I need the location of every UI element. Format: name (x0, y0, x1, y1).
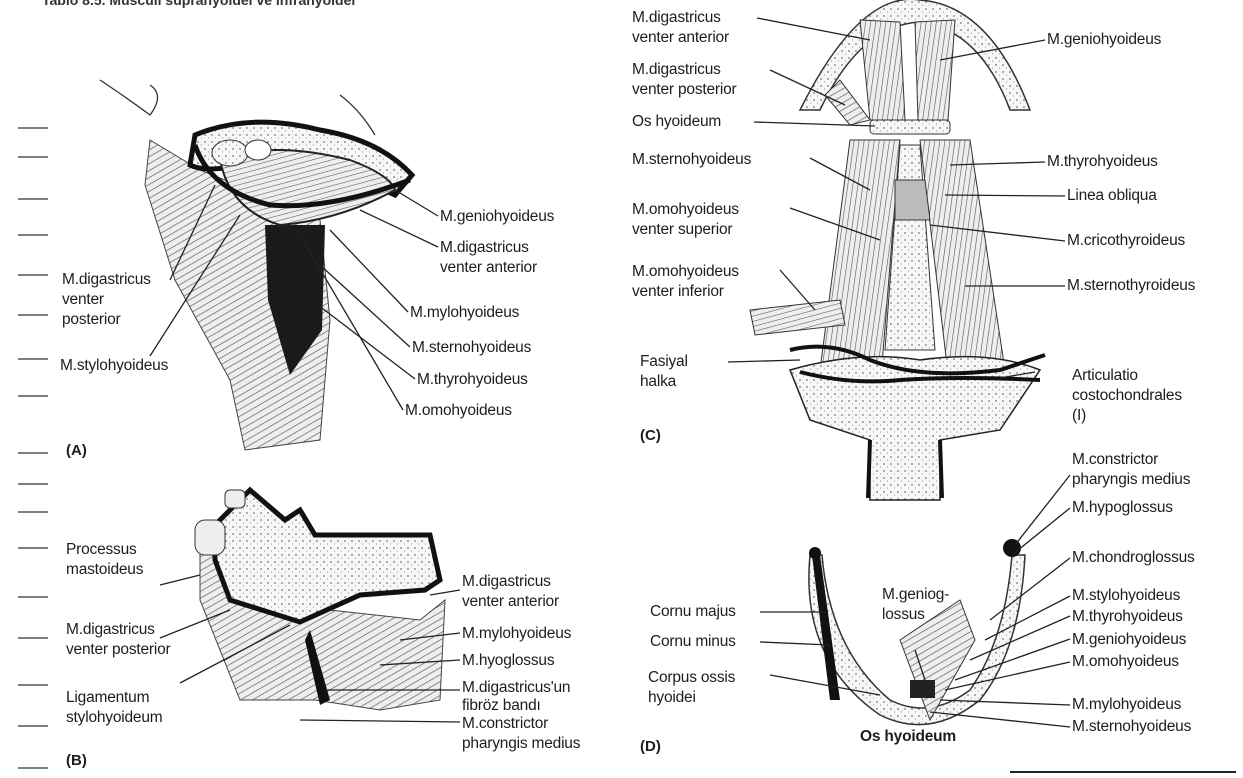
panel-label-c: (C) (640, 427, 661, 444)
label-a-digastricus-posterior: M.digastricus (62, 270, 151, 290)
label-a-geniohyoideus: M.geniohyoideus (440, 207, 554, 227)
label-c-digastricus-posterior-2: venter posterior (632, 80, 737, 100)
label-d-cornu-majus: Cornu majus (650, 602, 736, 622)
label-c-os-hyoideum: Os hyoideum (632, 112, 721, 132)
label-c-articulatio-3: (I) (1072, 406, 1086, 426)
label-a-digastricus-anterior-2: venter anterior (440, 258, 537, 278)
label-d-stylohyoideus: M.stylohyoideus (1072, 586, 1180, 606)
label-a-sternohyoideus: M.sternohyoideus (412, 338, 531, 358)
label-d-os-hyoideum: Os hyoideum (860, 727, 956, 747)
label-c-omohyoideus-inferior: M.omohyoideus (632, 262, 739, 282)
label-c-fasiyal-2: halka (640, 372, 676, 392)
label-b-digastricus-posterior: M.digastricus (66, 620, 155, 640)
panel-label-d: (D) (640, 738, 661, 755)
label-c-digastricus-anterior: M.digastricus (632, 8, 721, 28)
label-b-constrictor: M.constrictor (462, 714, 548, 734)
label-c-cricothyroideus: M.cricothyroideus (1067, 231, 1185, 251)
label-d-cornu-minus: Cornu minus (650, 632, 736, 652)
panel-c-drawing (728, 0, 1065, 500)
label-d-hypoglossus: M.hypoglossus (1072, 498, 1173, 518)
label-b-fibroz-band: M.digastricus'un (462, 678, 570, 698)
label-b-ligamentum: Ligamentum (66, 688, 149, 708)
panel-label-b: (B) (66, 752, 87, 769)
panel-b-drawing (160, 490, 460, 722)
label-d-geniohyoideus: M.geniohyoideus (1072, 630, 1186, 650)
label-b-mastoideus: Processus (66, 540, 137, 560)
label-a-digastricus-posterior-2: venter (62, 290, 104, 310)
label-c-articulatio-2: costochondrales (1072, 386, 1182, 406)
label-d-omohyoideus: M.omohyoideus (1072, 652, 1179, 672)
label-b-mastoideus-2: mastoideus (66, 560, 143, 580)
label-d-mylohyoideus: M.mylohyoideus (1072, 695, 1181, 715)
label-d-genioglossus-2: lossus (882, 605, 925, 625)
label-c-sternohyoideus: M.sternohyoideus (632, 150, 751, 170)
label-b-ligamentum-2: stylohyoideum (66, 708, 162, 728)
label-b-mylohyoideus: M.mylohyoideus (462, 624, 571, 644)
label-a-digastricus-posterior-3: posterior (62, 310, 121, 330)
margin-lines (18, 128, 48, 768)
label-b-hyoglossus: M.hyoglossus (462, 651, 554, 671)
label-c-digastricus-posterior: M.digastricus (632, 60, 721, 80)
label-c-sternothyroideus: M.sternothyroideus (1067, 276, 1195, 296)
label-c-geniohyoideus: M.geniohyoideus (1047, 30, 1161, 50)
label-c-omohyoideus-superior: M.omohyoideus (632, 200, 739, 220)
label-c-articulatio: Articulatio (1072, 366, 1138, 386)
label-c-omohyoideus-superior-2: venter superior (632, 220, 732, 240)
label-a-mylohyoideus: M.mylohyoideus (410, 303, 519, 323)
label-c-omohyoideus-inferior-2: venter inferior (632, 282, 724, 302)
label-d-sternohyoideus: M.sternohyoideus (1072, 717, 1191, 737)
panel-label-a: (A) (66, 442, 87, 459)
label-c-fasiyal: Fasiyal (640, 352, 688, 372)
label-b-constrictor-2: pharyngis medius (462, 734, 580, 754)
label-a-stylohyoideus: M.stylohyoideus (60, 356, 168, 376)
label-a-thyrohyoideus: M.thyrohyoideus (417, 370, 528, 390)
label-b-fibroz-band-2: fibröz bandı (462, 696, 541, 716)
label-a-digastricus-anterior: M.digastricus (440, 238, 529, 258)
label-a-omohyoideus: M.omohyoideus (405, 401, 512, 421)
label-d-corpus: Corpus ossis (648, 668, 735, 688)
panel-a-drawing (100, 80, 438, 450)
label-c-digastricus-anterior-2: venter anterior (632, 28, 729, 48)
label-b-digastricus-anterior: M.digastricus (462, 572, 551, 592)
label-b-digastricus-posterior-2: venter posterior (66, 640, 171, 660)
label-d-constrictor-2: pharyngis medius (1072, 470, 1190, 490)
label-b-digastricus-anterior-2: venter anterior (462, 592, 559, 612)
label-d-chondroglossus: M.chondroglossus (1072, 548, 1195, 568)
label-c-thyrohyoideus: M.thyrohyoideus (1047, 152, 1158, 172)
label-d-corpus-2: hyoidei (648, 688, 696, 708)
label-d-genioglossus: M.geniog- (882, 585, 949, 605)
label-d-constrictor: M.constrictor (1072, 450, 1158, 470)
label-d-thyrohyoideus: M.thyrohyoideus (1072, 607, 1183, 627)
label-c-linea-obliqua: Linea obliqua (1067, 186, 1157, 206)
